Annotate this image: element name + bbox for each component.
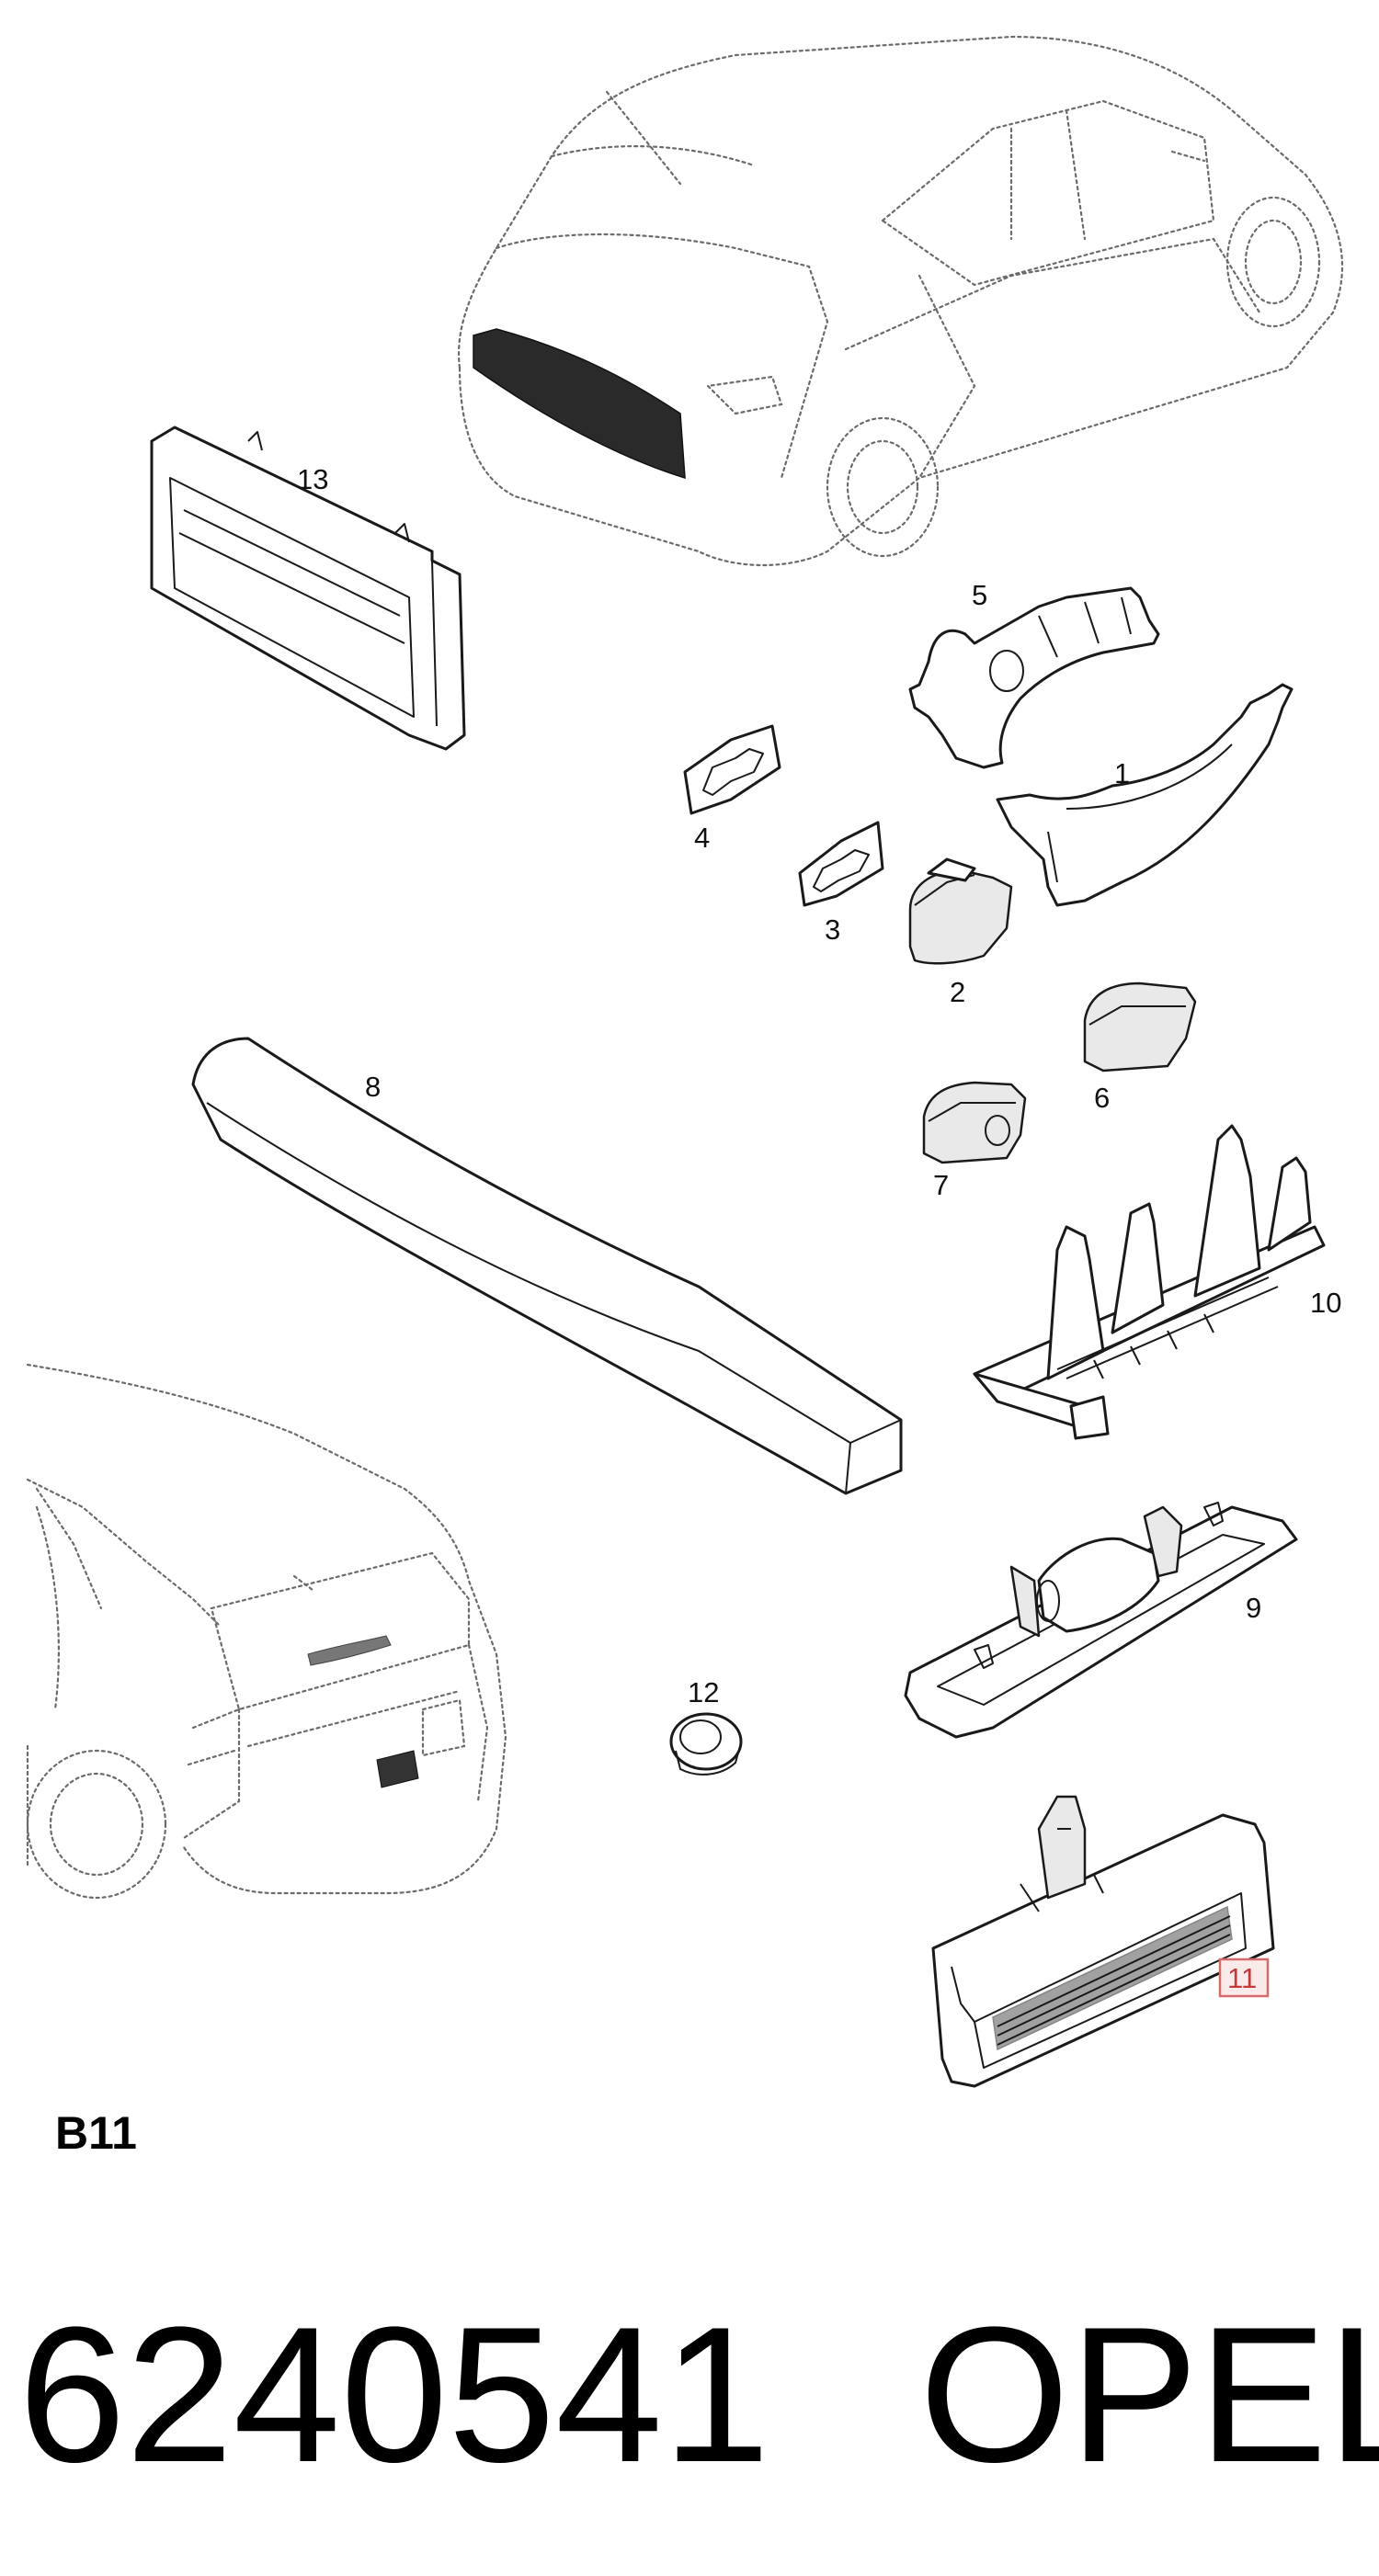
part-11-led-lamp [931,1795,1275,2088]
callout-5: 5 [972,579,987,611]
car-rear-view-bottom [26,1363,507,1900]
part-8-trim-strip [191,1037,903,1495]
callout-6: 6 [1094,1082,1110,1114]
part-3-gasket [798,821,884,907]
part-1-outer-handle [996,683,1294,907]
callout-2: 2 [950,976,965,1008]
callout-11: 11 [1227,1962,1257,1994]
part-12-clip [669,1712,743,1776]
callout-3: 3 [825,914,840,946]
callout-4: 4 [694,822,710,854]
part-number: 6240541 [18,2287,770,2502]
part-10-housing-bracket [973,1124,1326,1440]
part-13-trim-frame [150,426,466,751]
part-7-cap [922,1081,1027,1164]
part-4-gasket [683,724,781,815]
callout-13: 13 [297,463,328,495]
part-6-cap [1083,982,1197,1072]
callout-7: 7 [933,1169,949,1201]
callout-9: 9 [1246,1592,1261,1624]
led-grille [992,1905,1233,2051]
callout-10: 10 [1310,1287,1341,1319]
highlight-box [1218,1958,1270,1998]
tailgate-handle-strip [473,328,686,480]
part-5-bracket [908,586,1160,769]
part-9-lamp-assembly [904,1502,1298,1739]
license-lamp-spot [376,1750,419,1788]
brand-name: OPEL [919,2287,1379,2502]
third-brake-light [307,1635,392,1666]
section-code: B11 [55,2107,137,2159]
callout-1: 1 [1114,757,1130,789]
car-rear-view-top [458,35,1344,567]
callout-11-highlight: 11 [1218,1958,1270,1998]
callout-8: 8 [365,1071,381,1103]
callout-12: 12 [688,1676,719,1708]
part-2-cap [908,857,1013,965]
